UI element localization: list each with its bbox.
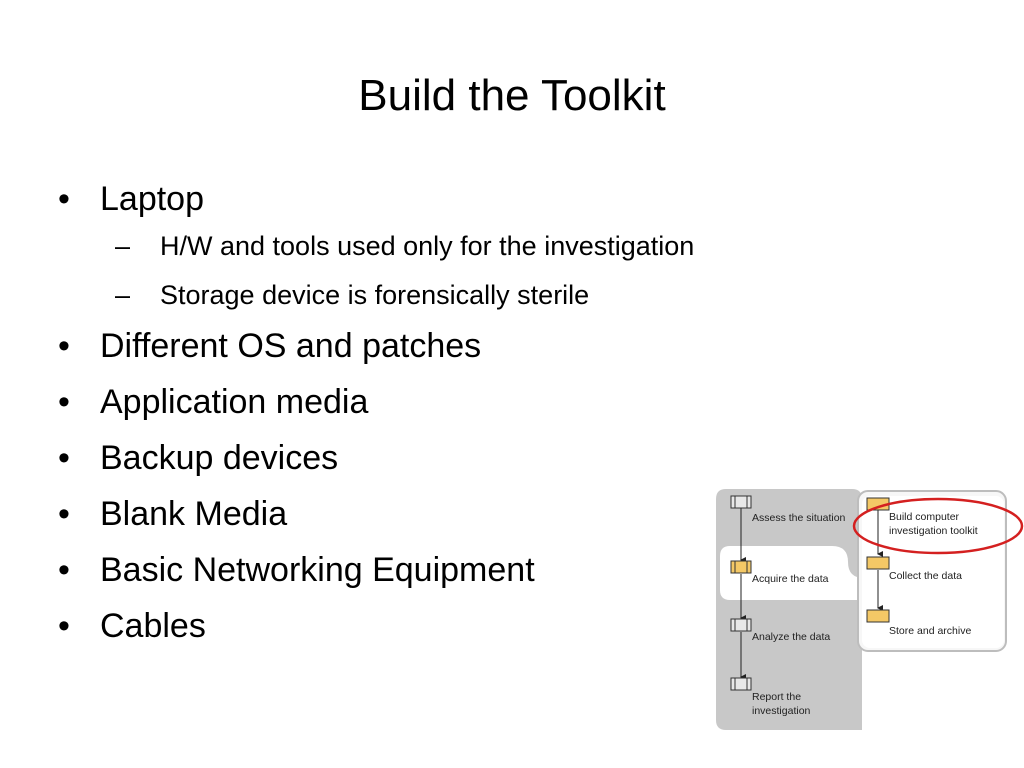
step-label-acquire: Acquire the data [752,573,829,585]
sub-bullet-list: – H/W and tools used only for the invest… [100,230,698,311]
bullet-dot-icon: • [58,495,70,533]
bullet-item: • Different OS and patches [58,327,698,365]
step-box-icon [730,495,752,509]
step-label-report-2: investigation [752,705,811,717]
bullet-dot-icon: • [58,439,70,477]
step-label-report: Report the [752,691,801,703]
bullet-item: • Backup devices [58,439,698,477]
slide-title: Build the Toolkit [358,71,666,120]
step-label-analyze: Analyze the data [752,631,830,643]
acquire-band [720,546,864,600]
step-label-store: Store and archive [889,625,971,637]
bullet-text: Basic Networking Equipment [100,551,535,589]
bullet-text: Blank Media [100,495,288,533]
dash-icon: – [115,280,131,310]
step-label-build-2: investigation toolkit [889,525,978,537]
bullet-text: Different OS and patches [100,327,482,365]
bullet-dot-icon: • [58,180,70,218]
bullet-item: • Basic Networking Equipment [58,551,698,589]
process-diagram-svg: Assess the situation Acquire the data An… [716,489,1024,730]
bullet-item: • Blank Media [58,495,698,533]
step-label-build: Build computer [889,511,960,523]
sub-bullet-item: – H/W and tools used only for the invest… [115,230,713,262]
step-label-assess: Assess the situation [752,512,846,524]
bullet-text: Application media [100,383,369,421]
sub-bullet-item: – Storage device is forensically sterile [115,279,713,311]
bullet-item: • Cables [58,607,698,645]
step-box-icon [730,677,752,691]
bullet-item: • Application media [58,383,698,421]
bullet-dot-icon: • [58,607,70,645]
bullet-list: • Laptop – H/W and tools used only for t… [58,180,698,663]
process-diagram: Assess the situation Acquire the data An… [712,484,1024,734]
bullet-text: Cables [100,607,206,645]
step-box-icon [730,618,752,632]
bullet-text: Backup devices [100,439,339,477]
bullet-text: Laptop [100,180,204,218]
step-label-collect: Collect the data [889,570,962,582]
bullet-dot-icon: • [58,327,70,365]
dash-icon: – [115,231,131,261]
highlight-circle [852,497,1024,555]
bullet-item: • Laptop – H/W and tools used only for t… [58,180,698,311]
right-panel-inner [862,496,1004,648]
sub-bullet-text: Storage device is forensically sterile [160,280,590,310]
bullet-dot-icon: • [58,551,70,589]
sub-bullet-text: H/W and tools used only for the investig… [160,231,695,261]
step-box-highlight-icon [730,560,752,574]
step-box-highlight-icon [866,609,890,623]
bullet-dot-icon: • [58,383,70,421]
step-box-highlight-icon [866,556,890,570]
